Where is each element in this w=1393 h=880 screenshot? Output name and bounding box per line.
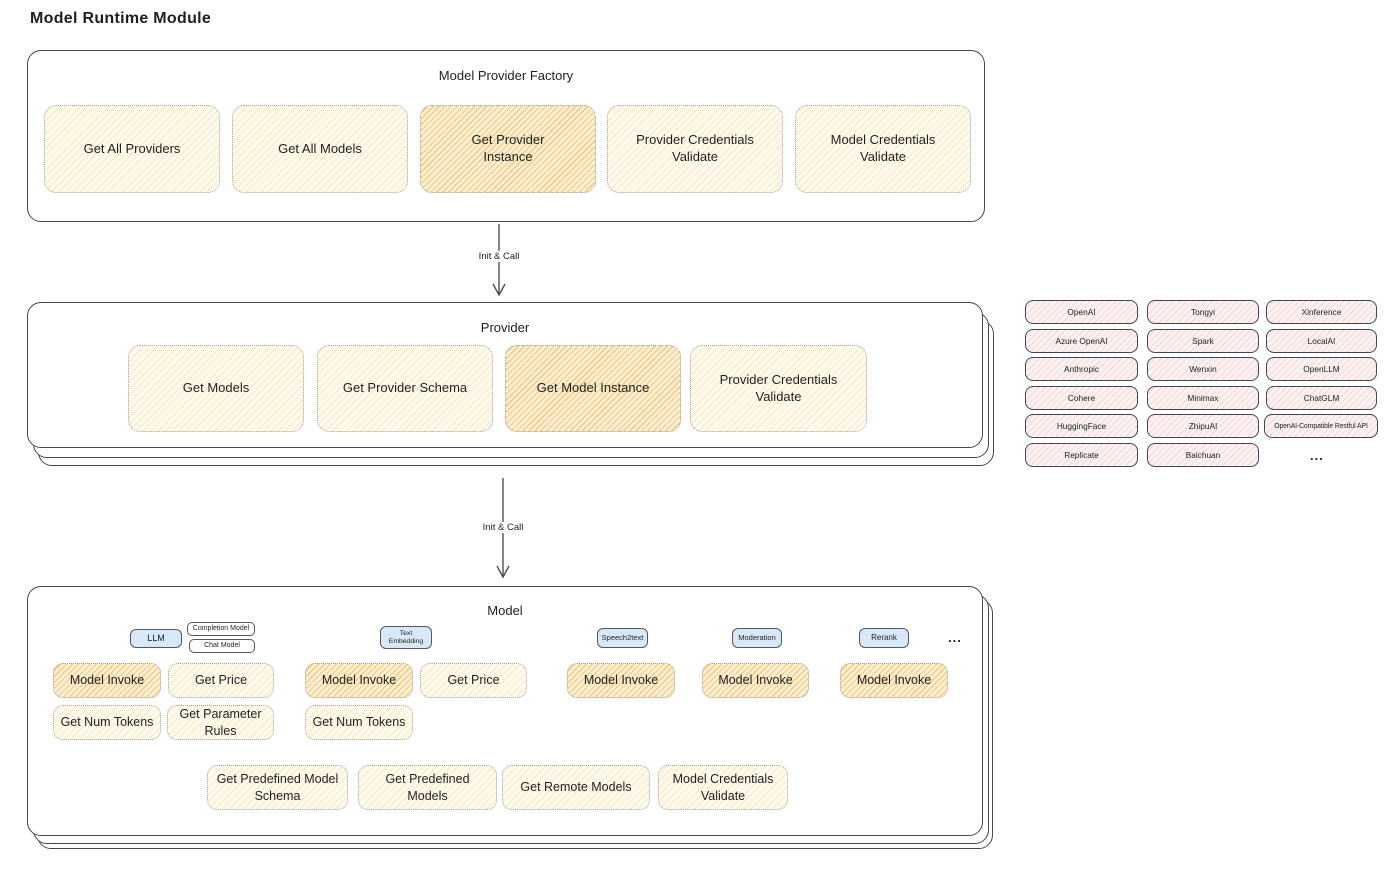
pill-spark: Spark xyxy=(1147,329,1259,353)
fn-llm-get-parameter-rules: Get Parameter Rules xyxy=(167,705,274,740)
fn-embedding-model-invoke: Model Invoke xyxy=(305,663,413,698)
factory-box-provider-credentials-validate: Provider Credentials Validate xyxy=(607,105,783,193)
tag-rerank: Rerank xyxy=(859,628,909,648)
factory-box-get-all-providers: Get All Providers xyxy=(44,105,220,193)
fn-model-credentials-validate: Model Credentials Validate xyxy=(658,765,788,810)
pill-openai: OpenAI xyxy=(1025,300,1138,324)
provider-box-get-model-instance: Get Model Instance xyxy=(505,345,681,432)
pill-openllm: OpenLLM xyxy=(1266,357,1377,381)
pill-openai-compatible-restful-api: OpenAI-Compatible Restful API xyxy=(1264,414,1378,438)
fn-llm-get-num-tokens: Get Num Tokens xyxy=(53,705,161,740)
fn-get-predefined-models: Get Predefined Models xyxy=(358,765,497,810)
pill-localai: LocalAI xyxy=(1266,329,1377,353)
model-title: Model xyxy=(487,603,523,618)
pill-cohere: Cohere xyxy=(1025,386,1138,410)
tag-text-embedding: Text Embedding xyxy=(380,626,432,649)
providers-more-ellipsis: ... xyxy=(1310,448,1324,463)
fn-embedding-get-price: Get Price xyxy=(420,663,527,698)
fn-moderation-model-invoke: Model Invoke xyxy=(702,663,809,698)
arrow-label-init-call-1: Init & Call xyxy=(474,251,524,262)
tag-llm: LLM xyxy=(130,629,182,648)
pill-minimax: Minimax xyxy=(1147,386,1259,410)
factory-title: Model Provider Factory xyxy=(438,68,574,83)
tag-chat-model: Chat Model xyxy=(189,639,255,653)
arrow-label-init-call-2: Init & Call xyxy=(478,522,528,533)
pill-wenxin: Wenxin xyxy=(1147,357,1259,381)
fn-embedding-get-num-tokens: Get Num Tokens xyxy=(305,705,413,740)
factory-box-model-credentials-validate: Model Credentials Validate xyxy=(795,105,971,193)
fn-llm-get-price: Get Price xyxy=(168,663,274,698)
pill-chatglm: ChatGLM xyxy=(1266,386,1377,410)
tag-completion-model: Completion Model xyxy=(187,622,255,636)
pill-zhipuai: ZhipuAI xyxy=(1147,414,1259,438)
factory-box-get-all-models: Get All Models xyxy=(232,105,408,193)
pill-huggingface: HuggingFace xyxy=(1025,414,1138,438)
provider-box-get-provider-schema: Get Provider Schema xyxy=(317,345,493,432)
provider-title: Provider xyxy=(480,320,530,335)
pill-baichuan: Baichuan xyxy=(1147,443,1259,467)
fn-rerank-model-invoke: Model Invoke xyxy=(840,663,948,698)
factory-box-get-provider-instance: Get Provider Instance xyxy=(420,105,596,193)
pill-tongyi: Tongyi xyxy=(1147,300,1259,324)
pill-azure-openai: Azure OpenAI xyxy=(1025,329,1138,353)
tag-moderation: Moderation xyxy=(732,628,782,648)
provider-box-provider-credentials-validate: Provider Credentials Validate xyxy=(690,345,867,432)
pill-replicate: Replicate xyxy=(1025,443,1138,467)
model-tags-more-ellipsis: ... xyxy=(948,630,962,645)
tag-speech2text: Speech2text xyxy=(597,628,648,648)
pill-xinference: Xinference xyxy=(1266,300,1377,324)
fn-get-remote-models: Get Remote Models xyxy=(502,765,650,810)
fn-speech2text-model-invoke: Model Invoke xyxy=(567,663,675,698)
page-title: Model Runtime Module xyxy=(30,10,212,27)
provider-box-get-models: Get Models xyxy=(128,345,304,432)
pill-anthropic: Anthropic xyxy=(1025,357,1138,381)
fn-llm-model-invoke: Model Invoke xyxy=(53,663,161,698)
fn-get-predefined-model-schema: Get Predefined Model Schema xyxy=(207,765,348,810)
